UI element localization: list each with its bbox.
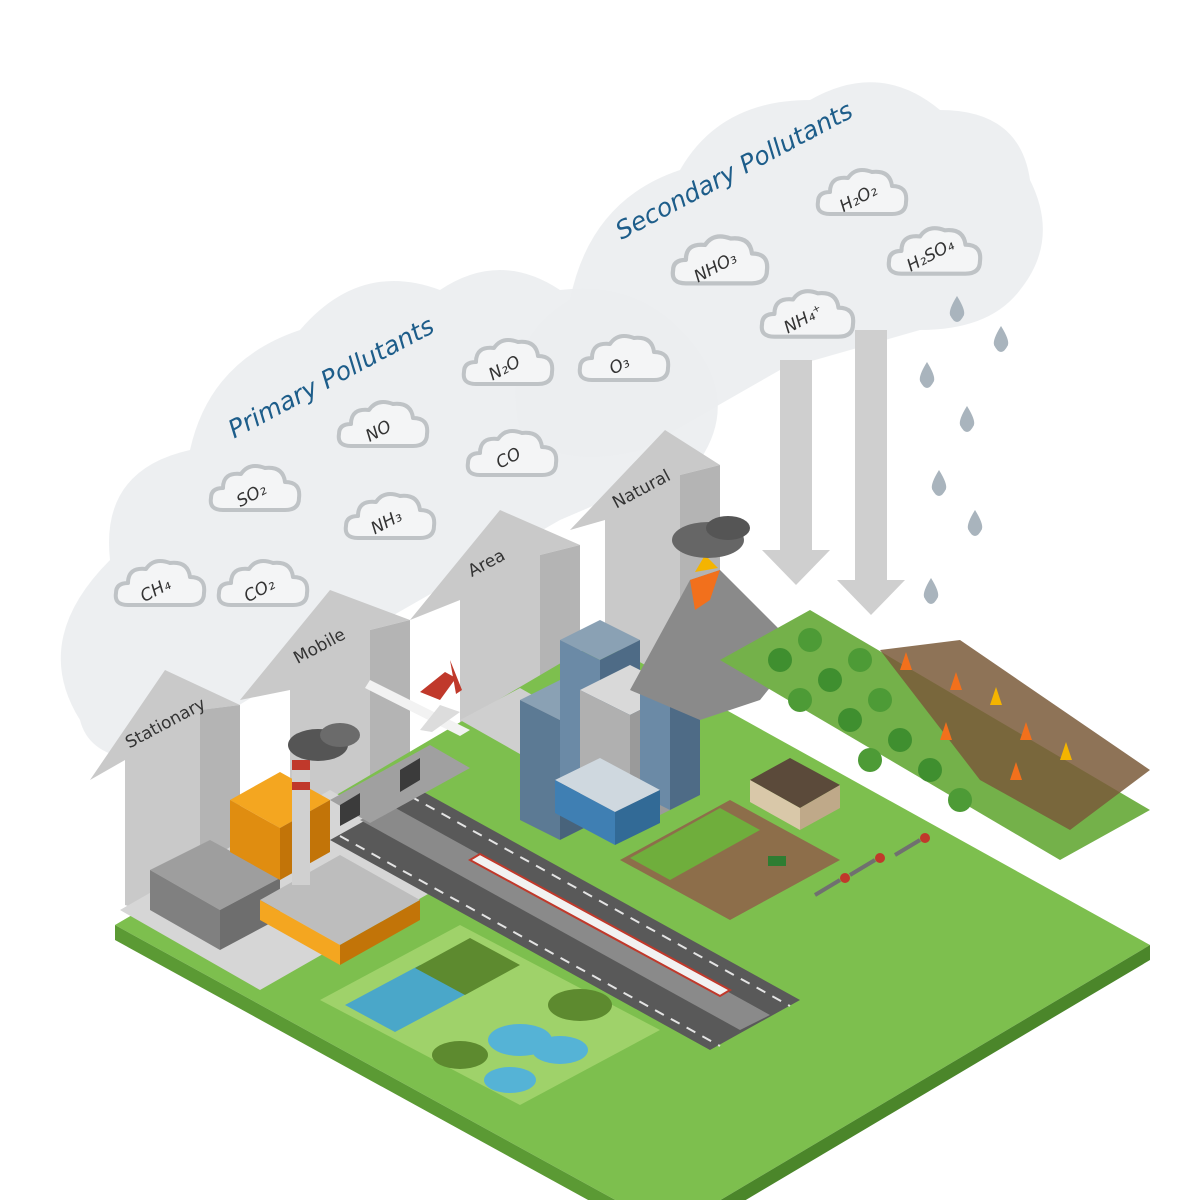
airplane [365,660,470,736]
pollutant-co2: CO₂ [216,559,310,607]
arrow-deposition-2 [837,330,905,615]
barn [750,758,840,830]
water-treatment [320,925,660,1105]
rain-drop [923,578,939,604]
pollutant-nh4: NH₄⁺ [762,291,853,338]
rain-drop [959,406,975,432]
pollutant-nho3: NHO₃ [673,236,767,287]
volcano [630,516,800,720]
pollutant-h2so4: H₂SO₄ [889,228,980,276]
arrow-deposition-1 [762,360,830,585]
pollutant-no: NO [336,400,430,448]
rain-drop [993,326,1009,352]
rain-drop [967,510,983,536]
pollutant-so2: SO₂ [208,464,302,512]
train [467,852,733,998]
pollutant-co: CO [465,429,559,477]
rain-drop [919,362,935,388]
pollutant-h2o2: H₂O₂ [815,168,909,217]
tunnel [330,745,470,826]
wildfire [880,640,1150,830]
farm-field [620,800,840,920]
pollutant-ch4: CH₄ [113,559,207,607]
pollutant-nh3: NH₃ [343,492,437,540]
pollutant-o3: O₃ [577,334,671,382]
factory [150,723,420,965]
rain-drop [931,470,947,496]
highway [330,790,800,1050]
pollutant-n2o: N₂O [461,338,555,386]
oil-pumps [813,833,930,897]
acid-rain [919,296,1009,604]
